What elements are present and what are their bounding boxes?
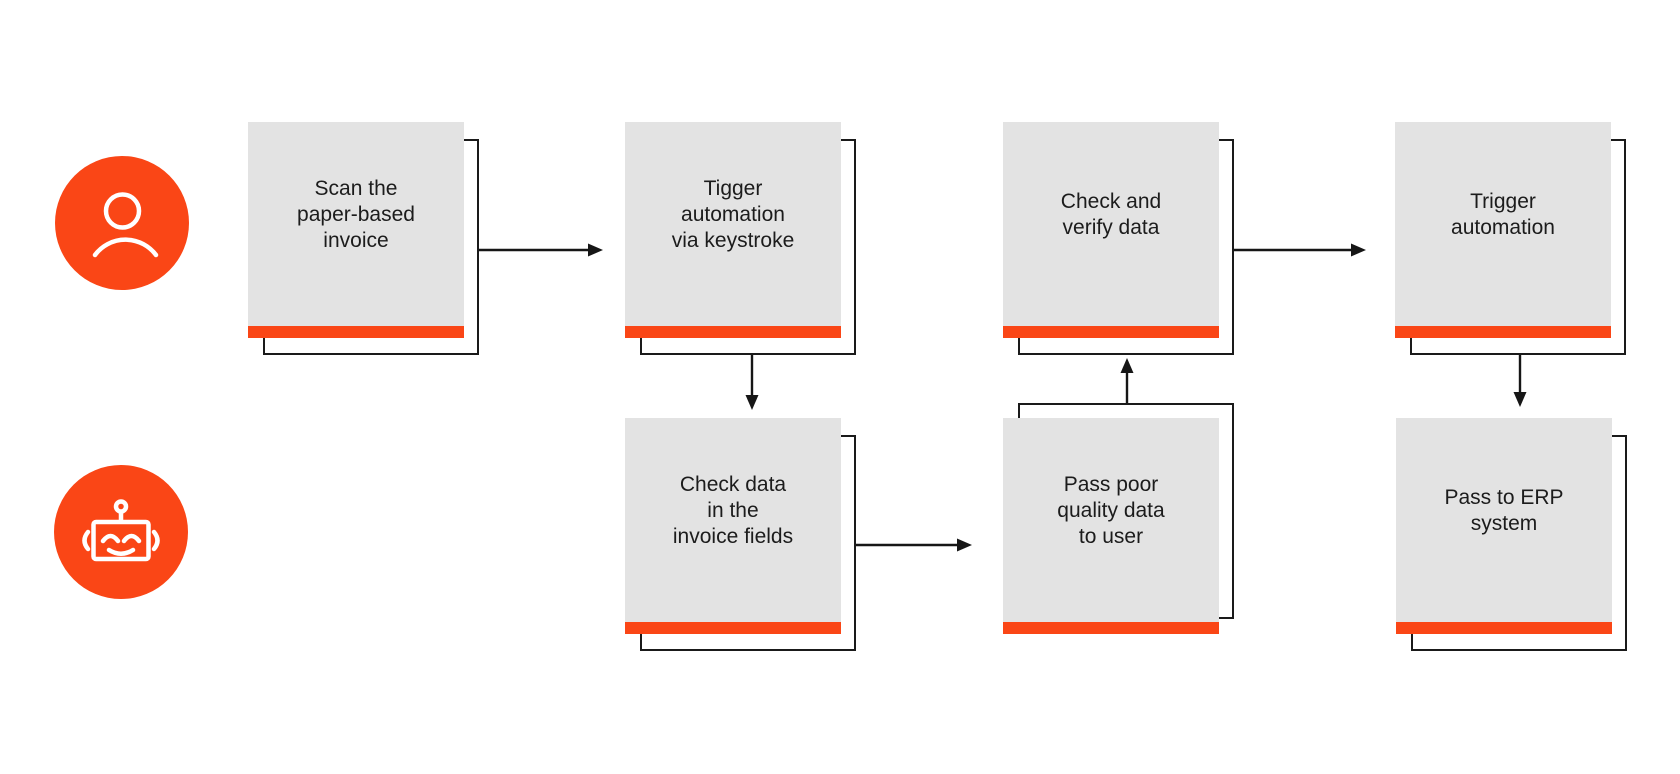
arrow-scan-to-tigger	[479, 243, 603, 257]
person-icon	[55, 156, 189, 290]
accent-bar	[1003, 326, 1219, 338]
node-label: Check and verify data	[1060, 190, 1162, 239]
user-lane-badge	[55, 156, 189, 290]
node-card: Trigger automation	[1395, 122, 1611, 338]
node-pass-poor-quality-data: Pass poor quality data to user	[1003, 403, 1234, 634]
arrow-pass-poor-to-check-verify	[1120, 358, 1134, 403]
arrow-check-verify-to-trigger	[1234, 243, 1366, 257]
accent-bar	[625, 622, 841, 634]
accent-bar	[1395, 326, 1611, 338]
node-card: Scan the paper-based invoice	[248, 122, 464, 338]
node-label: Check data in the invoice fields	[672, 473, 794, 548]
node-label: Tigger automation via keystroke	[671, 177, 795, 252]
node-tigger-automation: Tigger automation via keystroke	[625, 122, 856, 355]
arrow-check-data-to-pass-poor	[856, 538, 972, 552]
node-card: Check data in the invoice fields	[625, 418, 841, 634]
arrow-tigger-to-check-data	[745, 355, 759, 410]
node-card: Check and verify data	[1003, 122, 1219, 338]
accent-bar	[1396, 622, 1612, 634]
accent-bar	[1003, 622, 1219, 634]
node-scan-invoice: Scan the paper-based invoice	[248, 122, 479, 355]
node-trigger-automation: Trigger automation	[1395, 122, 1626, 355]
accent-bar	[248, 326, 464, 338]
robot-lane-badge	[54, 465, 188, 599]
node-label: Pass poor quality data to user	[1057, 473, 1165, 548]
accent-bar	[625, 326, 841, 338]
node-check-verify-data: Check and verify data	[1003, 122, 1234, 355]
node-card: Tigger automation via keystroke	[625, 122, 841, 338]
node-label: Trigger automation	[1451, 190, 1555, 239]
node-card: Pass poor quality data to user	[1003, 418, 1219, 634]
node-card: Pass to ERP system	[1396, 418, 1612, 634]
arrow-trigger-to-erp	[1513, 355, 1527, 407]
node-check-data-invoice-fields: Check data in the invoice fields	[625, 418, 856, 651]
node-pass-to-erp-system: Pass to ERP system	[1396, 418, 1627, 651]
node-label: Scan the paper-based invoice	[297, 177, 415, 252]
robot-icon	[54, 465, 188, 599]
node-label: Pass to ERP system	[1444, 486, 1564, 535]
